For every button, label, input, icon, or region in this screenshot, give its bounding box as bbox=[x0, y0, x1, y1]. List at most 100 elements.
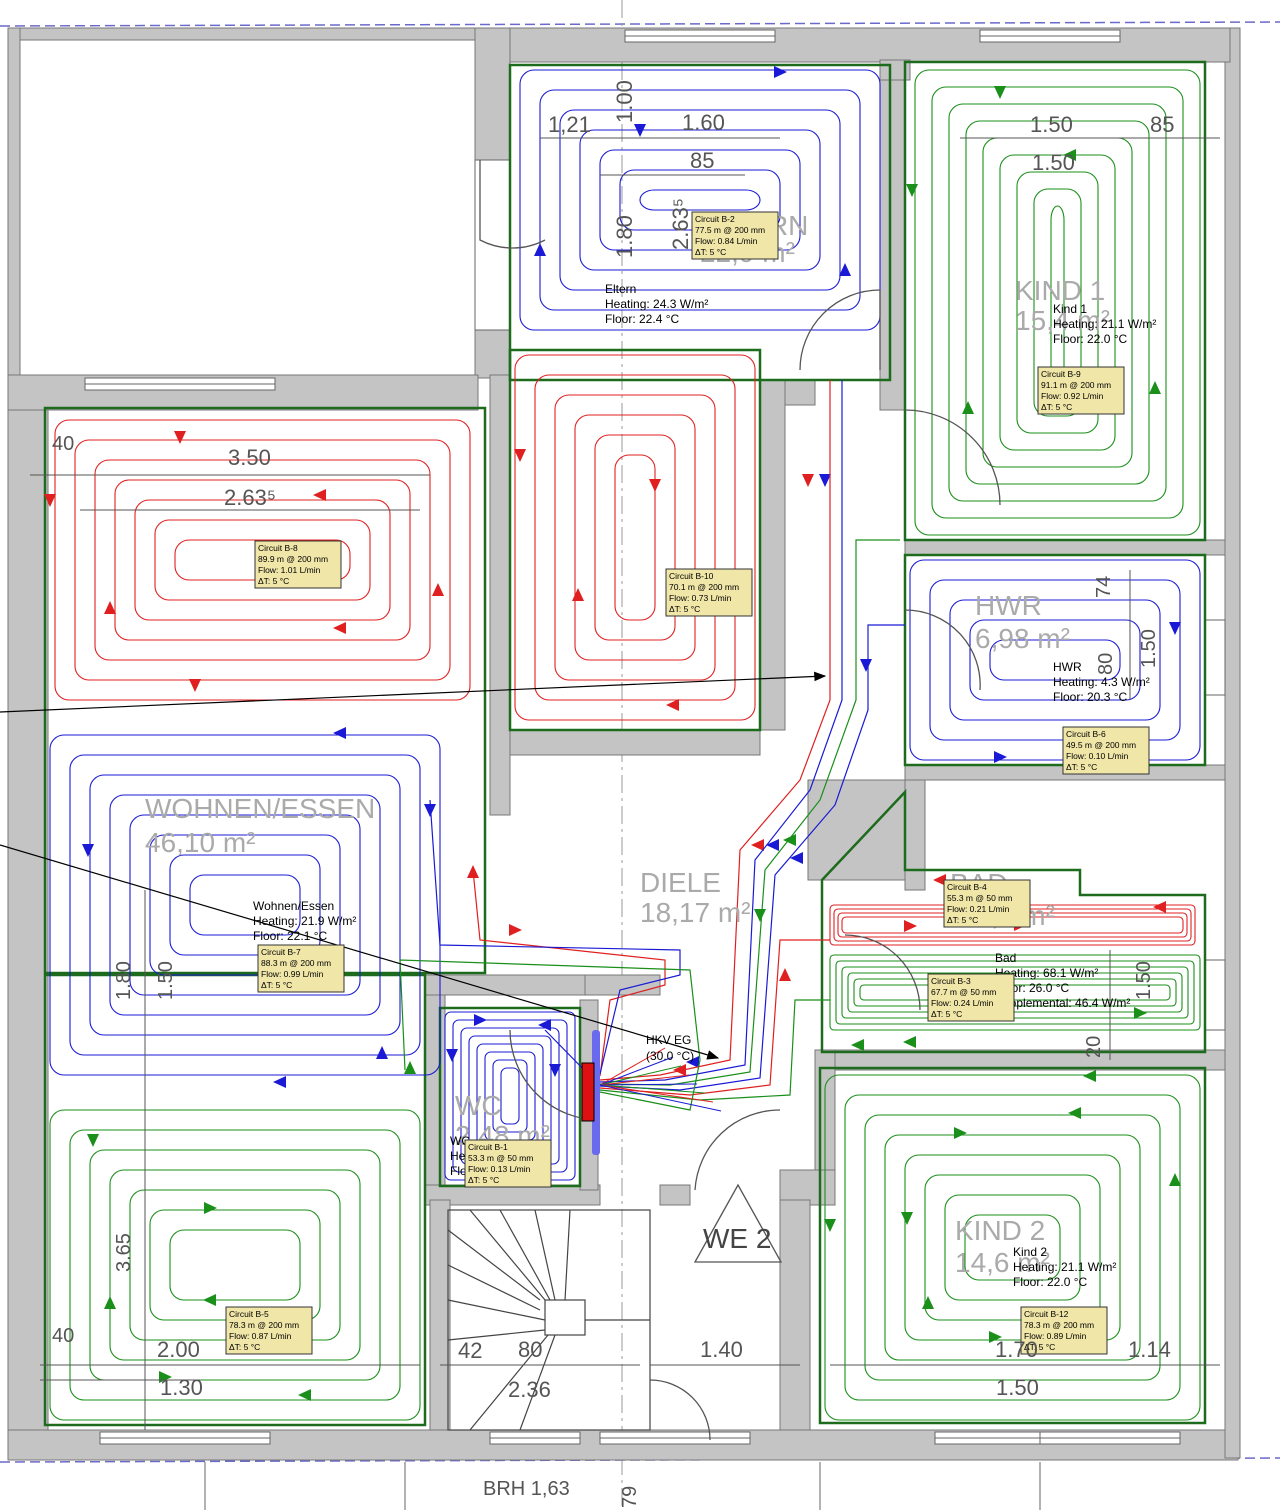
room-name: HWR bbox=[975, 590, 1042, 621]
circuit-dt: ΔT: 5 °C bbox=[695, 247, 726, 257]
room-area: 46,10 m² bbox=[145, 827, 256, 858]
room-info-floor: Floor: 22.1 °C bbox=[253, 929, 327, 943]
circuit-length: 88.3 m @ 200 mm bbox=[261, 958, 331, 968]
circuit-flow: Flow: 0.10 L/min bbox=[1066, 751, 1129, 761]
dimension-label: 1.50 bbox=[1133, 961, 1155, 1000]
room-info-heating: Heating: 24.3 W/m² bbox=[605, 297, 708, 311]
circuit-id: Circuit B-6 bbox=[1066, 729, 1106, 739]
circuit-dt: ΔT: 5 °C bbox=[1066, 762, 1097, 772]
dimension-label: 1.50 bbox=[1030, 112, 1073, 137]
circuit-dt: ΔT: 5 °C bbox=[1024, 1342, 1055, 1352]
circuit-id: Circuit B-5 bbox=[229, 1309, 269, 1319]
room-info-title: Wohnen/Essen bbox=[253, 899, 334, 913]
circuit-flow: Flow: 0.21 L/min bbox=[947, 904, 1010, 914]
leader-arrows bbox=[0, 671, 827, 1060]
manifold bbox=[581, 1030, 600, 1155]
circuit-flow: Flow: 1.01 L/min bbox=[258, 565, 321, 575]
circuit-flow: Flow: 0.73 L/min bbox=[669, 593, 732, 603]
dimension-label: 3.50 bbox=[228, 445, 271, 470]
circuit-id: Circuit B-3 bbox=[931, 976, 971, 986]
circuit-id: Circuit B-12 bbox=[1024, 1309, 1069, 1319]
room-info-floor: Floor: 20.3 °C bbox=[1053, 690, 1127, 704]
room-area: 15,4 m² bbox=[1015, 305, 1110, 336]
dimension-label: 1.50 bbox=[155, 961, 177, 1000]
room-info-title: Eltern bbox=[605, 282, 636, 296]
circuit-dt: ΔT: 5 °C bbox=[1041, 402, 1072, 412]
circuit-id: Circuit B-10 bbox=[669, 571, 714, 581]
circuit-flow: Flow: 0.24 L/min bbox=[931, 998, 994, 1008]
dimension-label: 80 bbox=[1095, 653, 1117, 675]
dimension-label: BRH 1,63 bbox=[483, 1478, 570, 1500]
dimension-label: 2.63⁵ bbox=[224, 485, 276, 510]
room-info-floor: Floor: 22.0 °C bbox=[1053, 332, 1127, 346]
manifold-temp: (30.0 °C) bbox=[646, 1049, 694, 1063]
dimension-label: 42 bbox=[458, 1338, 482, 1363]
dimension-label: 79 bbox=[619, 1486, 641, 1508]
circuit-length: 91.1 m @ 200 mm bbox=[1041, 380, 1111, 390]
dimension-label: 85 bbox=[1150, 112, 1174, 137]
room-info-title: Kind 2 bbox=[1013, 1245, 1047, 1259]
dimension-label: 1.80 bbox=[113, 961, 135, 1000]
circuit-id: Circuit B-4 bbox=[947, 882, 987, 892]
circuit-length: 67.7 m @ 50 mm bbox=[931, 987, 996, 997]
circuit-dt: ΔT: 5 °C bbox=[261, 980, 292, 990]
room-area: 14,6 m² bbox=[955, 1247, 1050, 1278]
circuit-dt: ΔT: 5 °C bbox=[468, 1175, 499, 1185]
room-info-heating: Heating: 21.1 W/m² bbox=[1013, 1260, 1116, 1274]
circuit-id: Circuit B-7 bbox=[261, 947, 301, 957]
room-info-heating: Heating: 4.3 W/m² bbox=[1053, 675, 1150, 689]
room-info-floor: Floor: 22.0 °C bbox=[1013, 1275, 1087, 1289]
dimension-label: 1.50 bbox=[1138, 629, 1160, 668]
dimension-label: 1.14 bbox=[1128, 1337, 1171, 1362]
room-info-heating: Heating: 21.1 W/m² bbox=[1053, 317, 1156, 331]
dimension-lines bbox=[30, 137, 1220, 1430]
dimension-label: 74 bbox=[1093, 576, 1115, 598]
dimension-label: 1.50 bbox=[996, 1375, 1039, 1400]
circuit-length: 49.5 m @ 200 mm bbox=[1066, 740, 1136, 750]
circuit-dt: ΔT: 5 °C bbox=[947, 915, 978, 925]
circuit-dt: ΔT: 5 °C bbox=[931, 1009, 962, 1019]
circuit-length: 55.3 m @ 50 mm bbox=[947, 893, 1012, 903]
circuit-flow: Flow: 0.99 L/min bbox=[261, 969, 324, 979]
room-info-heating: Heating: 21.9 W/m² bbox=[253, 914, 356, 928]
room-info-title: HWR bbox=[1053, 660, 1082, 674]
dimension-label: 20 bbox=[1083, 1036, 1105, 1058]
dimension-label: 1.50 bbox=[1032, 150, 1075, 175]
dimension-label: 1,21 bbox=[548, 112, 591, 137]
circuit-length: 89.9 m @ 200 mm bbox=[258, 554, 328, 564]
room-name: WE 2 bbox=[703, 1223, 771, 1254]
dimension-label: 2.63⁵ bbox=[668, 198, 693, 250]
circuit-id: Circuit B-9 bbox=[1041, 369, 1081, 379]
room-name: DIELE bbox=[640, 867, 721, 898]
circuit-id: Circuit B-8 bbox=[258, 543, 298, 553]
dimension-label: 1.40 bbox=[700, 1337, 743, 1362]
dimension-label: 1.70 bbox=[995, 1337, 1038, 1362]
circuit-dt: ΔT: 5 °C bbox=[258, 576, 289, 586]
dimension-label: 2.36 bbox=[508, 1377, 551, 1402]
circuit-length: 70.1 m @ 200 mm bbox=[669, 582, 739, 592]
circuit-length: 78.3 m @ 200 mm bbox=[1024, 1320, 1094, 1330]
dimension-label: 80 bbox=[518, 1337, 542, 1362]
manifold-name: HKV EG bbox=[646, 1033, 691, 1047]
room-name: WOHNEN/ESSEN bbox=[145, 793, 375, 824]
dimension-label: 40 bbox=[52, 1325, 74, 1347]
dimension-label: 1.00 bbox=[612, 80, 637, 123]
circuit-length: 53.3 m @ 50 mm bbox=[468, 1153, 533, 1163]
circuit-length: 78.3 m @ 200 mm bbox=[229, 1320, 299, 1330]
dimension-label: 3.65 bbox=[113, 1233, 135, 1272]
dimension-label: 1.60 bbox=[682, 110, 725, 135]
